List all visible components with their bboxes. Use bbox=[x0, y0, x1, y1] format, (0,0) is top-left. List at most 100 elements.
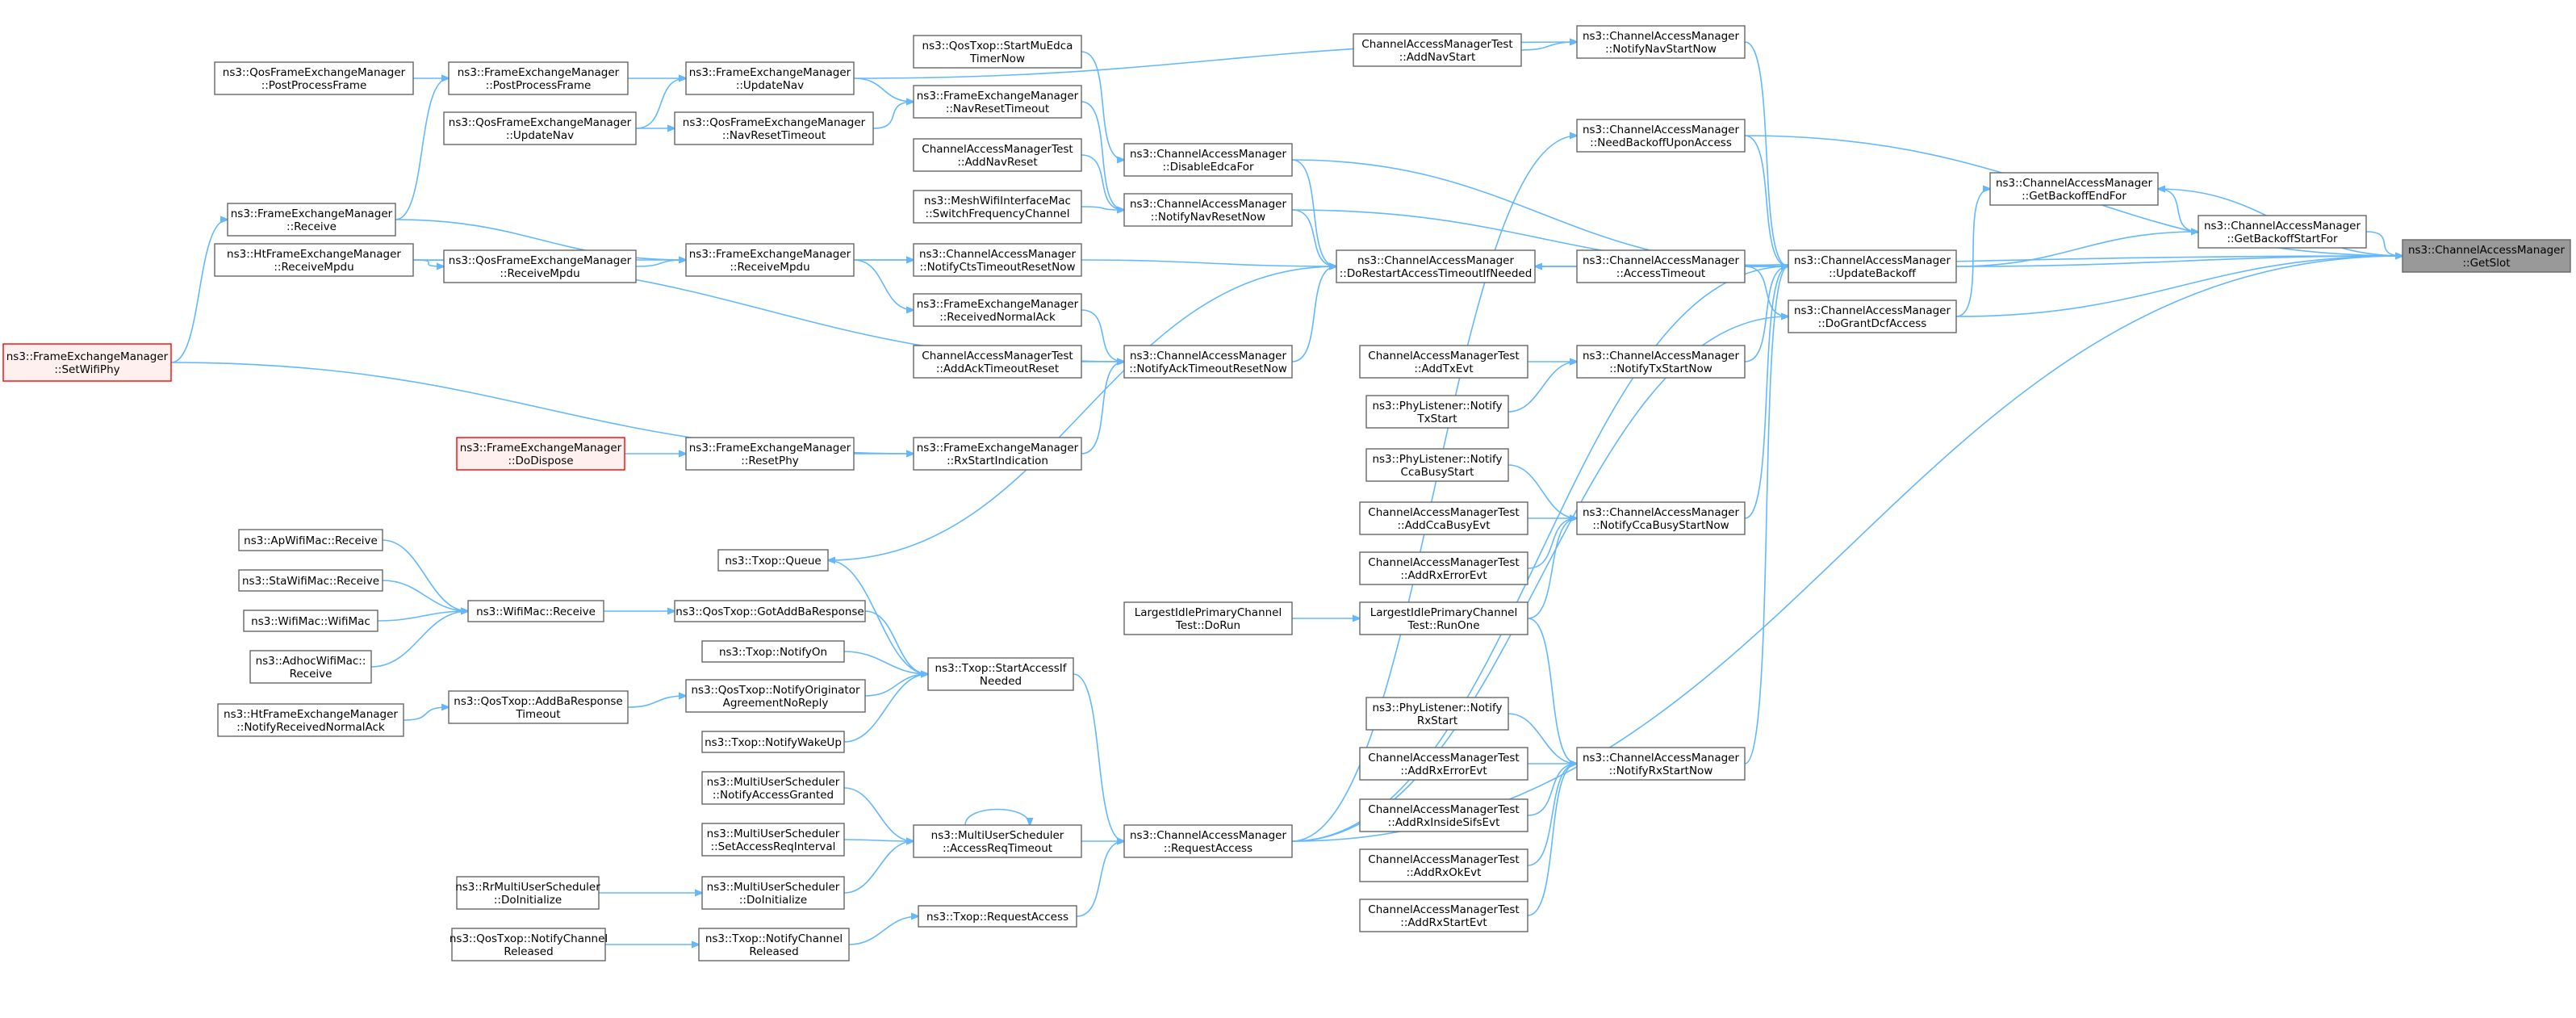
node-apwifimac-receive[interactable]: ns3::ApWifiMac::Receive bbox=[238, 529, 383, 551]
node-qostxop-gotaddbaresponse[interactable]: ns3::QosTxop::GotAddBaResponse bbox=[674, 600, 866, 622]
node-disableedcafor[interactable]: ns3::ChannelAccessManager::DisableEdcaFo… bbox=[1123, 143, 1293, 177]
node-txop-notifyon[interactable]: ns3::Txop::NotifyOn bbox=[701, 640, 845, 663]
node-label: ::AddCcaBusyEvt bbox=[1397, 519, 1490, 532]
node-label: ::NavResetTimeout bbox=[946, 103, 1049, 115]
node-fem-navresettimeout[interactable]: ns3::FrameExchangeManager::NavResetTimeo… bbox=[913, 85, 1082, 119]
node-notifyrxstartnow[interactable]: ns3::ChannelAccessManager::NotifyRxStart… bbox=[1576, 747, 1746, 781]
node-wifimac-wifimac[interactable]: ns3::WifiMac::WifiMac bbox=[243, 610, 378, 632]
node-label: ns3::FrameExchangeManager bbox=[6, 350, 169, 363]
node-getbackoffendfor[interactable]: ns3::ChannelAccessManager::GetBackoffEnd… bbox=[1989, 172, 2159, 206]
node-mus-doinitialize[interactable]: ns3::MultiUserScheduler::DoInitialize bbox=[701, 876, 845, 910]
node-htfem-receivempdu[interactable]: ns3::HtFrameExchangeManager::ReceiveMpdu bbox=[214, 243, 414, 277]
node-notifyctstimeoutresetnow[interactable]: ns3::ChannelAccessManager::NotifyCtsTime… bbox=[913, 243, 1082, 277]
node-qostxop-notifyoriginatoragreementnoreply[interactable]: ns3::QosTxop::NotifyOriginatorAgreementN… bbox=[685, 679, 866, 713]
node-label: ::ResetPhy bbox=[741, 455, 799, 467]
node-label: ns3::AdhocWifiMac:: bbox=[256, 655, 366, 668]
node-box bbox=[1359, 345, 1528, 379]
node-adhocwifimac-receive[interactable]: ns3::AdhocWifiMac::Receive bbox=[249, 650, 372, 684]
node-notifyacktimeoutresetnow[interactable]: ns3::ChannelAccessManager::NotifyAckTime… bbox=[1123, 345, 1293, 379]
node-rrmus-doinitialize[interactable]: ns3::RrMultiUserScheduler::DoInitialize bbox=[455, 876, 600, 910]
node-notifytxstartnow[interactable]: ns3::ChannelAccessManager::NotifyTxStart… bbox=[1576, 345, 1746, 379]
edge-phylistener-notifytxstart-to-notifytxstartnow bbox=[1508, 362, 1577, 413]
node-test-addrxerrorevt-2[interactable]: ChannelAccessManagerTest::AddRxErrorEvt bbox=[1359, 747, 1528, 781]
node-phylistener-notifytxstart[interactable]: ns3::PhyListener::NotifyTxStart bbox=[1365, 395, 1509, 429]
node-label: ns3::PhyListener::Notify bbox=[1372, 400, 1502, 413]
node-label: ns3::QosFrameExchangeManager bbox=[683, 116, 866, 129]
node-stawifimac-receive[interactable]: ns3::StaWifiMac::Receive bbox=[238, 569, 383, 592]
node-txop-requestaccess[interactable]: ns3::Txop::RequestAccess bbox=[918, 905, 1077, 928]
node-mus-accessreqtimeout[interactable]: ns3::MultiUserScheduler::AccessReqTimeou… bbox=[913, 824, 1082, 858]
node-box bbox=[1123, 143, 1293, 177]
node-box bbox=[1365, 395, 1509, 429]
node-box bbox=[1359, 899, 1528, 932]
edge-requestaccess-to-needbackoffuponaccess bbox=[1291, 136, 1577, 842]
node-requestaccess[interactable]: ns3::ChannelAccessManager::RequestAccess bbox=[1123, 824, 1293, 858]
node-notifynavresetnow[interactable]: ns3::ChannelAccessManager::NotifyNavRese… bbox=[1123, 193, 1293, 227]
node-test-addrxerrorevt-1[interactable]: ChannelAccessManagerTest::AddRxErrorEvt bbox=[1359, 551, 1528, 585]
node-qosfem-updatenav[interactable]: ns3::QosFrameExchangeManager::UpdateNav bbox=[443, 111, 637, 145]
node-fem-receive[interactable]: ns3::FrameExchangeManager::Receive bbox=[227, 203, 396, 237]
node-test-addrxinsidesifsevt[interactable]: ChannelAccessManagerTest::AddRxInsideSif… bbox=[1359, 798, 1528, 832]
node-test-addccabusyevt[interactable]: ChannelAccessManagerTest::AddCcaBusyEvt bbox=[1359, 501, 1528, 535]
node-qosfem-postprocessframe[interactable]: ns3::QosFrameExchangeManager::PostProces… bbox=[214, 61, 414, 95]
node-test-addnavreset[interactable]: ChannelAccessManagerTest::AddNavReset bbox=[913, 138, 1082, 172]
node-fem-postprocessframe[interactable]: ns3::FrameExchangeManager::PostProcessFr… bbox=[448, 61, 629, 95]
edge-test-addrxerrorevt-1-to-notifyccabusystartnow bbox=[1527, 518, 1577, 569]
node-dograntdcfaccess[interactable]: ns3::ChannelAccessManager::DoGrantDcfAcc… bbox=[1788, 300, 1957, 333]
node-test-addacktimeoutreset[interactable]: ChannelAccessManagerTest::AddAckTimeoutR… bbox=[913, 345, 1082, 379]
node-htfem-notifyreceivednormalack[interactable]: ns3::HtFrameExchangeManager::NotifyRecei… bbox=[217, 703, 404, 737]
node-getslot[interactable]: ns3::ChannelAccessManager::GetSlot bbox=[2402, 239, 2571, 273]
node-wifimac-receive[interactable]: ns3::WifiMac::Receive bbox=[467, 600, 604, 622]
node-notifynavstartnow[interactable]: ns3::ChannelAccessManager::NotifyNavStar… bbox=[1576, 25, 1746, 59]
node-label: ns3::QosTxop::GotAddBaResponse bbox=[675, 605, 864, 618]
node-fem-rxstartindication[interactable]: ns3::FrameExchangeManager::RxStartIndica… bbox=[913, 437, 1082, 471]
node-label: ::NotifyAccessGranted bbox=[713, 789, 834, 802]
node-box bbox=[1123, 601, 1293, 635]
node-accesstimeout[interactable]: ns3::ChannelAccessManager::AccessTimeout bbox=[1576, 249, 1746, 283]
node-notifyccabusystartnow[interactable]: ns3::ChannelAccessManager::NotifyCcaBusy… bbox=[1576, 501, 1746, 535]
node-fem-setwifiphy[interactable]: ns3::FrameExchangeManager::SetWifiPhy bbox=[2, 343, 172, 382]
node-test-addrxokevt[interactable]: ChannelAccessManagerTest::AddRxOkEvt bbox=[1359, 848, 1528, 882]
edge-qosfem-updatenav-to-fem-updatenav bbox=[635, 78, 686, 129]
node-mesh-switchfrequencychannel[interactable]: ns3::MeshWifiInterfaceMac::SwitchFrequen… bbox=[913, 190, 1082, 224]
node-label: ::DoDispose bbox=[508, 455, 573, 467]
node-box bbox=[1576, 249, 1746, 283]
node-label: ::UpdateNav bbox=[736, 79, 804, 92]
node-label: ChannelAccessManagerTest bbox=[1368, 853, 1519, 866]
node-test-addnavstart[interactable]: ChannelAccessManagerTest::AddNavStart bbox=[1353, 33, 1522, 67]
node-fem-receivempdu[interactable]: ns3::FrameExchangeManager::ReceiveMpdu bbox=[685, 243, 855, 277]
node-phylistener-notifyrxstart[interactable]: ns3::PhyListener::NotifyRxStart bbox=[1365, 697, 1509, 731]
node-phylistener-notifyccabusystart[interactable]: ns3::PhyListener::NotifyCcaBusyStart bbox=[1365, 448, 1509, 482]
node-test-addtxevt[interactable]: ChannelAccessManagerTest::AddTxEvt bbox=[1359, 345, 1528, 379]
edge-getbackoffstartfor-to-getbackoffendfor bbox=[2158, 189, 2199, 233]
node-mus-setaccessreqinterval[interactable]: ns3::MultiUserScheduler::SetAccessReqInt… bbox=[701, 823, 845, 857]
node-label: ns3::FrameExchangeManager bbox=[689, 248, 851, 261]
node-test-addrxstartevt[interactable]: ChannelAccessManagerTest::AddRxStartEvt bbox=[1359, 899, 1528, 932]
node-updatebackoff[interactable]: ns3::ChannelAccessManager::UpdateBackoff bbox=[1788, 249, 1957, 283]
node-qosfem-receivempdu[interactable]: ns3::QosFrameExchangeManager::ReceiveMpd… bbox=[443, 249, 637, 283]
node-mus-notifyaccessgranted[interactable]: ns3::MultiUserScheduler::NotifyAccessGra… bbox=[701, 771, 845, 805]
node-txop-queue[interactable]: ns3::Txop::Queue bbox=[717, 549, 829, 572]
node-fem-dodispose[interactable]: ns3::FrameExchangeManager::DoDispose bbox=[456, 437, 625, 471]
node-fem-receivednormalack[interactable]: ns3::FrameExchangeManager::ReceivedNorma… bbox=[913, 293, 1082, 327]
node-needbackoffuponaccess[interactable]: ns3::ChannelAccessManager::NeedBackoffUp… bbox=[1576, 119, 1746, 153]
node-label: ns3::ApWifiMac::Receive bbox=[244, 534, 378, 547]
node-dorestart[interactable]: ns3::ChannelAccessManager::DoRestartAcce… bbox=[1336, 249, 1536, 283]
node-fem-resetphy[interactable]: ns3::FrameExchangeManager::ResetPhy bbox=[685, 437, 855, 471]
node-box bbox=[1359, 601, 1528, 635]
edge-fem-receive-to-fem-postprocessframe bbox=[395, 78, 449, 220]
edge-fem-receive-to-fem-receivempdu bbox=[395, 219, 686, 260]
node-box bbox=[701, 640, 845, 663]
node-getbackoffstartfor[interactable]: ns3::ChannelAccessManager::GetBackoffSta… bbox=[2198, 215, 2367, 249]
node-qosfem-navresettimeout[interactable]: ns3::QosFrameExchangeManager::NavResetTi… bbox=[674, 111, 874, 145]
node-fem-updatenav[interactable]: ns3::FrameExchangeManager::UpdateNav bbox=[685, 61, 855, 95]
node-txop-notifywakeup[interactable]: ns3::Txop::NotifyWakeUp bbox=[701, 731, 845, 753]
node-label: ::ReceiveMpdu bbox=[500, 267, 579, 280]
